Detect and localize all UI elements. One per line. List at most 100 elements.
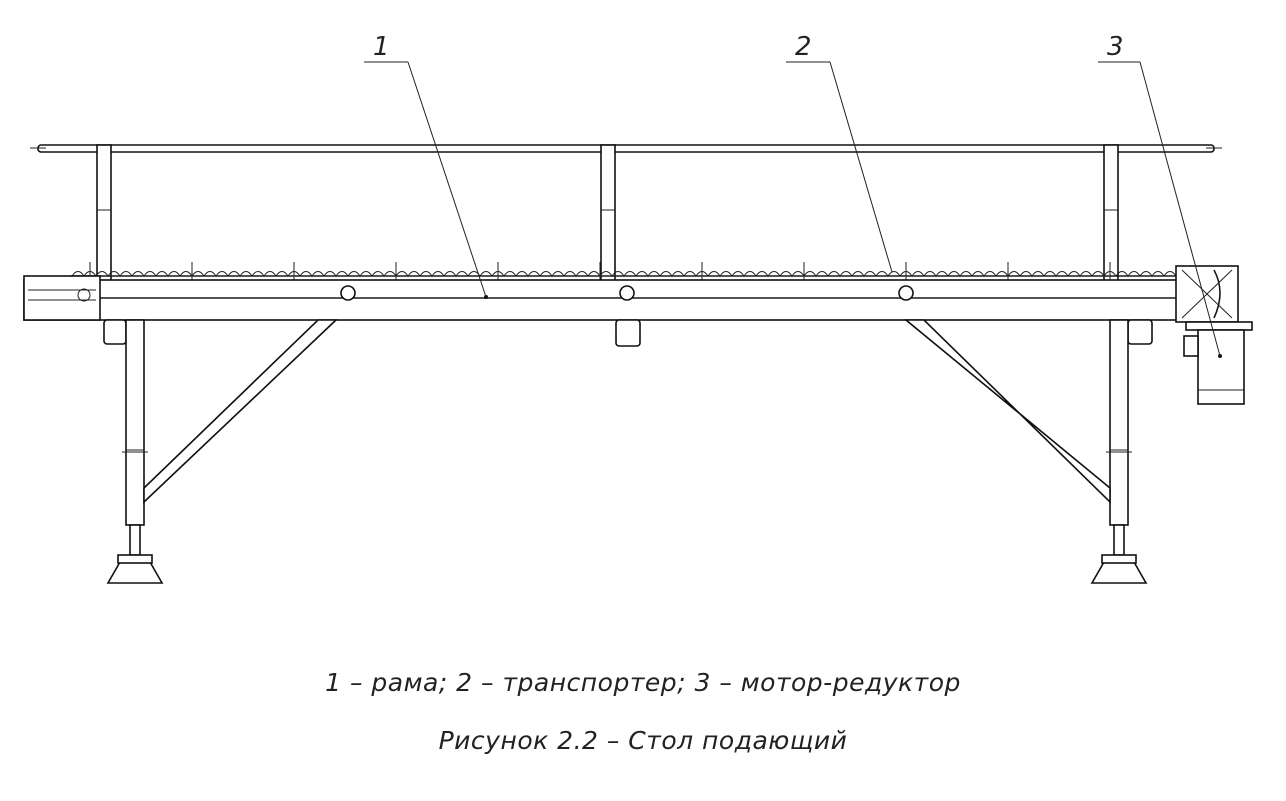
chain-link — [359, 271, 373, 277]
chain-link — [1019, 271, 1033, 277]
chain-link — [71, 271, 85, 277]
chain-link — [227, 271, 241, 277]
frame-beam — [23, 275, 1181, 321]
chain-link — [371, 271, 385, 277]
chain-link — [263, 271, 277, 277]
chain-link — [155, 271, 169, 277]
chain-link — [887, 271, 901, 277]
chain-link — [1151, 271, 1165, 277]
chain-link — [191, 271, 205, 277]
chain-link — [911, 271, 925, 277]
chain-link — [1079, 271, 1093, 277]
chain-link — [1091, 271, 1105, 277]
motor-reducer — [1175, 265, 1253, 405]
chain-link — [203, 271, 217, 277]
chain-link — [455, 271, 469, 277]
chain-link — [239, 271, 253, 277]
chain-link — [839, 271, 853, 277]
chain-link — [251, 271, 265, 277]
chain-link — [743, 271, 757, 277]
chain-link — [1055, 271, 1069, 277]
chain-link — [983, 271, 997, 277]
chain-link — [1007, 271, 1021, 277]
figure-legend: 1 – рама; 2 – транспортер; 3 – мотор-ред… — [325, 668, 961, 697]
chain-link — [443, 271, 457, 277]
chain-link — [119, 271, 133, 277]
chain-link — [803, 271, 817, 277]
chain-link — [395, 271, 409, 277]
right-leg — [1090, 319, 1148, 584]
chain-link — [1031, 271, 1045, 277]
chain-link — [719, 271, 733, 277]
chain-link — [299, 271, 313, 277]
chain-link — [671, 271, 685, 277]
chain-link — [611, 271, 625, 277]
chain-link — [755, 271, 769, 277]
chain-link — [947, 271, 961, 277]
chain-link — [551, 271, 565, 277]
chain-link — [791, 271, 805, 277]
chain-link — [1139, 271, 1153, 277]
chain-link — [419, 271, 433, 277]
chain-link — [563, 271, 577, 277]
chain-link — [383, 271, 397, 277]
chain-link — [575, 271, 589, 277]
chain-link — [407, 271, 421, 277]
chain-link — [131, 271, 145, 277]
chain-link — [215, 271, 229, 277]
chain-link — [323, 271, 337, 277]
chain-link — [431, 271, 445, 277]
chain-link — [107, 271, 121, 277]
chain-link — [479, 271, 493, 277]
chain-link — [95, 271, 109, 277]
chain-link — [827, 271, 841, 277]
chain-link — [779, 271, 793, 277]
callout-number-2: 2 — [795, 32, 812, 62]
chain-link — [599, 271, 613, 277]
chain-link — [659, 271, 673, 277]
chain-link — [527, 271, 541, 277]
chain-link — [959, 271, 973, 277]
chain-link — [683, 271, 697, 277]
callout-number-1: 1 — [373, 32, 390, 62]
chain-link — [623, 271, 637, 277]
chain-link — [587, 271, 601, 277]
chain-link — [971, 271, 985, 277]
chain-link — [1163, 271, 1177, 277]
chain-link — [1043, 271, 1057, 277]
figure-caption: Рисунок 2.2 – Стол подающий — [438, 726, 848, 755]
chain-link — [311, 271, 325, 277]
chain-link — [863, 271, 877, 277]
chain-link — [731, 271, 745, 277]
chain-link — [1067, 271, 1081, 277]
chain-link — [335, 271, 349, 277]
left-leg — [106, 319, 164, 584]
beam-brackets — [103, 319, 1153, 347]
chain-link — [647, 271, 661, 277]
transporter-chain — [70, 262, 1180, 282]
chain-link — [347, 271, 361, 277]
chain-link — [515, 271, 529, 277]
chain-link — [815, 271, 829, 277]
callout-number-3: 3 — [1107, 32, 1124, 62]
chain-link — [503, 271, 517, 277]
chain-link — [275, 271, 289, 277]
chain-link — [143, 271, 157, 277]
chain-link — [1115, 271, 1129, 277]
chain-link — [995, 271, 1009, 277]
diagonal-braces — [143, 319, 1111, 504]
rail-posts — [96, 144, 1119, 299]
chain-link — [635, 271, 649, 277]
chain-link — [1127, 271, 1141, 277]
chain-link — [875, 271, 889, 277]
chain-link — [767, 271, 781, 277]
top-rail — [30, 144, 1222, 153]
chain-link — [935, 271, 949, 277]
chain-link — [923, 271, 937, 277]
chain-link — [539, 271, 553, 277]
chain-link — [851, 271, 865, 277]
leader-lines — [364, 61, 1221, 357]
chain-link — [179, 271, 193, 277]
chain-link — [707, 271, 721, 277]
